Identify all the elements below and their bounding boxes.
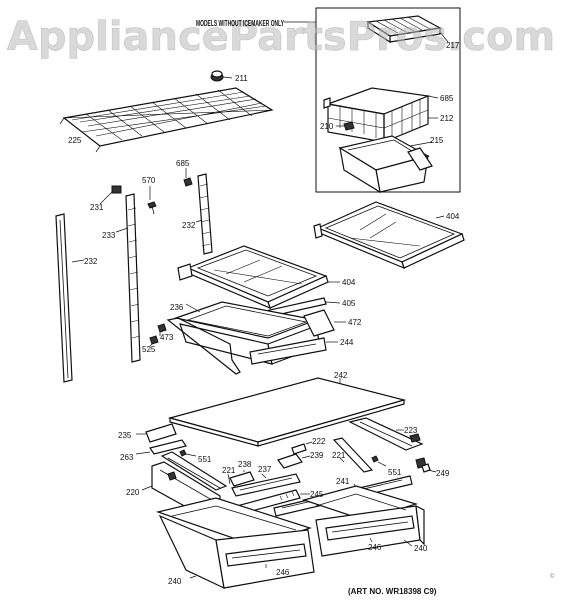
part-232-rail-left <box>55 213 85 383</box>
part-249-roller <box>415 457 437 473</box>
label-236: 236 <box>170 303 184 312</box>
part-551-screw-left <box>179 449 197 457</box>
part-242-crisper-cover-glass <box>167 377 407 447</box>
label-685-inset: 685 <box>440 94 454 103</box>
inset-frame <box>315 7 461 193</box>
label-217: 217 <box>446 41 460 50</box>
label-221-left: 221 <box>222 466 236 475</box>
part-244-drawer-front <box>166 317 338 375</box>
label-241: 241 <box>336 477 350 486</box>
part-551-screw-right <box>371 455 387 467</box>
label-404-right: 404 <box>446 212 460 221</box>
label-245: 245 <box>310 490 324 499</box>
label-225: 225 <box>68 136 82 145</box>
label-570: 570 <box>142 176 156 185</box>
label-235: 235 <box>118 431 132 440</box>
part-570-screw <box>147 186 157 215</box>
part-211-knob <box>210 70 233 82</box>
part-215-ice-bin <box>338 135 433 194</box>
part-217-ice-tray <box>366 15 449 44</box>
part-222-clip <box>291 441 313 455</box>
part-233-ladder <box>115 193 141 363</box>
label-685: 685 <box>176 159 190 168</box>
label-404-middle: 404 <box>342 278 356 287</box>
label-210: 210 <box>320 122 334 131</box>
copyright-mark: © <box>550 573 555 580</box>
part-231-spacer <box>99 185 122 205</box>
label-551-left: 551 <box>198 455 212 464</box>
label-231: 231 <box>90 203 104 212</box>
label-223: 223 <box>404 426 418 435</box>
label-525: 525 <box>142 345 156 354</box>
part-232-ladder-right <box>195 173 213 255</box>
label-212: 212 <box>440 114 454 123</box>
label-237: 237 <box>258 465 272 474</box>
part-685-screw <box>183 168 193 187</box>
part-404-glass-shelf-right <box>313 201 465 270</box>
part-212-bin-rack <box>323 87 439 143</box>
callout-labels: 211 225 685 570 231 233 232 232 404 404 … <box>68 41 460 586</box>
part-235-bracket <box>136 423 177 443</box>
part-404-glass-shelf-middle <box>177 245 340 310</box>
part-238-divider-cap <box>229 470 255 487</box>
label-249: 249 <box>436 469 450 478</box>
label-242: 242 <box>334 371 348 380</box>
part-246-drawer-handle-right <box>325 515 415 543</box>
part-525-screw <box>149 335 159 347</box>
label-240-right: 240 <box>414 544 428 553</box>
label-240-left: 240 <box>168 577 182 586</box>
art-number: (ART NO. WR18398 C9) <box>348 587 437 596</box>
label-215: 215 <box>430 136 444 145</box>
part-473-clip <box>157 323 167 336</box>
label-246-left: 246 <box>276 568 290 577</box>
label-211: 211 <box>235 74 248 83</box>
watermark: AppliancePartsPros.com <box>7 14 555 60</box>
label-472: 472 <box>348 318 362 327</box>
part-210-clip <box>336 121 355 131</box>
label-232-right: 232 <box>182 221 196 230</box>
part-240-crisper-drawer-left <box>155 497 315 590</box>
label-233: 233 <box>102 231 116 240</box>
part-221-rail-left <box>160 451 231 491</box>
part-263-support <box>135 439 187 455</box>
label-244: 244 <box>340 338 354 347</box>
label-222: 222 <box>312 437 326 446</box>
label-263: 263 <box>120 453 134 462</box>
part-237-center-rail <box>231 473 301 497</box>
inset-note-line: MODELS WITHOUT ICEMAKER ONLY <box>196 19 284 28</box>
part-472-drawer-rail <box>303 309 346 337</box>
part-225-wire-shelf <box>59 87 274 153</box>
part-223-crisper-frame-right <box>348 417 424 451</box>
label-551-right: 551 <box>388 468 402 477</box>
label-405: 405 <box>342 299 356 308</box>
label-473: 473 <box>160 333 174 342</box>
label-221-right: 221 <box>332 451 346 460</box>
part-221-rail-right <box>332 437 374 473</box>
label-220: 220 <box>126 488 140 497</box>
inset-box <box>284 7 461 194</box>
label-246-right: 246 <box>368 543 382 552</box>
label-232-left: 232 <box>84 257 98 266</box>
label-239: 239 <box>310 451 324 460</box>
part-246-drawer-handle-left <box>225 543 307 568</box>
part-239-slide <box>277 453 311 469</box>
label-238: 238 <box>238 460 252 469</box>
